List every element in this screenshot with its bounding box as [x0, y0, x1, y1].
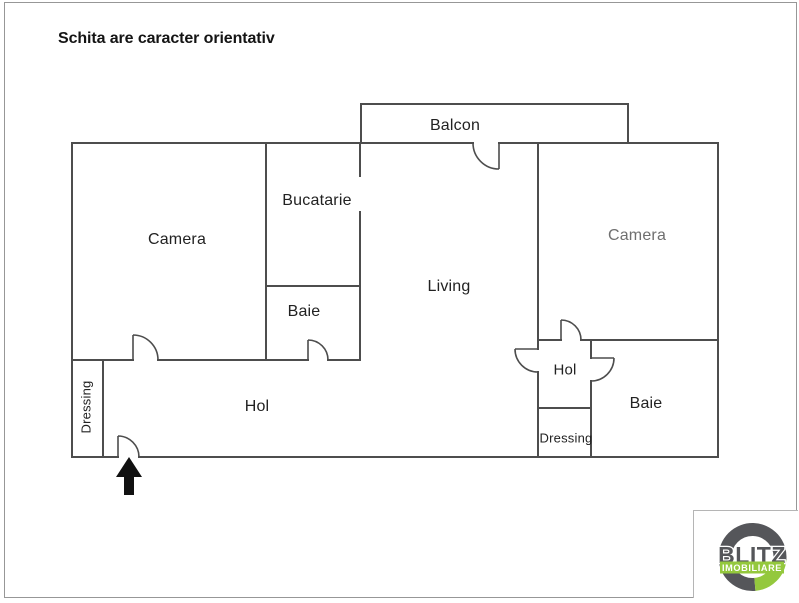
room-label-balcon: Balcon — [429, 117, 481, 134]
disclaimer-text: Schita are caracter orientativ — [58, 30, 275, 47]
door-baie-right — [590, 357, 615, 382]
room-label-camera-right: Camera — [607, 227, 667, 244]
room-label-living: Living — [427, 278, 471, 295]
room-label-bucatarie: Bucatarie — [282, 192, 352, 209]
room-label-baie-right: Baie — [629, 395, 663, 412]
room-label-hol-left: Hol — [244, 398, 270, 415]
door-camera-right — [560, 319, 582, 341]
logo-ring-dark — [718, 523, 787, 591]
room-label-dressing-left: Dressing — [78, 380, 94, 434]
logo-subtitle-text: IMOBILIARE — [722, 563, 782, 573]
door-swings — [117, 142, 615, 458]
walls — [71, 103, 719, 458]
door-living-hol-right — [514, 348, 539, 373]
logo-banner — [720, 561, 784, 574]
room-label-baie-left: Baie — [287, 303, 321, 320]
outer-walls — [71, 142, 719, 458]
balcony-walls — [360, 103, 629, 144]
door-balcony — [472, 142, 500, 170]
door-entrance — [117, 435, 140, 458]
door-camera-left — [132, 334, 159, 361]
agency-logo-graphic: BLITZ IMOBILIARE — [717, 523, 787, 591]
room-label-camera-left: Camera — [147, 231, 207, 248]
room-label-dressing-right: Dressing — [539, 430, 593, 446]
room-label-hol-right: Hol — [553, 361, 577, 379]
entrance-arrow-icon — [116, 457, 142, 495]
agency-logo: BLITZ IMOBILIARE — [693, 510, 798, 598]
door-baie-left — [307, 339, 329, 361]
